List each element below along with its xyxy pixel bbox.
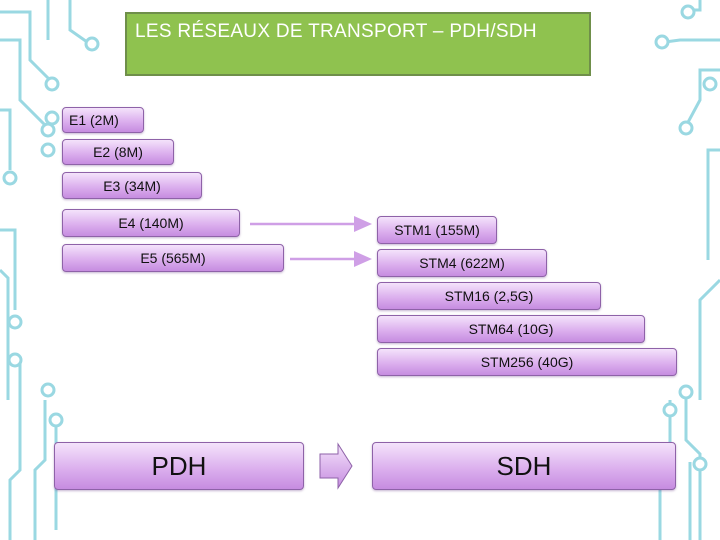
sdh-level-label: STM16 (2,5G) xyxy=(444,288,534,304)
right-arrow-icon xyxy=(290,251,372,267)
pdh-level-e4: E4 (140M) xyxy=(62,209,240,237)
pdh-level-e2: E2 (8M) xyxy=(62,139,174,165)
pdh-level-label: E2 (8M) xyxy=(93,144,143,160)
sdh-level-stm4: STM4 (622M) xyxy=(377,249,547,277)
pdh-level-label: E3 (34M) xyxy=(103,177,161,194)
pdh-level-e1: E1 (2M) xyxy=(62,107,144,133)
pdh-level-label: E4 (140M) xyxy=(118,215,184,231)
sdh-level-stm64: STM64 (10G) xyxy=(377,315,645,343)
sdh-box: SDH xyxy=(372,442,676,490)
slide-title: LES RÉSEAUX DE TRANSPORT – PDH/SDH xyxy=(125,12,591,76)
sdh-level-label: STM64 (10G) xyxy=(468,321,554,337)
sdh-label: SDH xyxy=(496,450,552,481)
sdh-level-label: STM256 (40G) xyxy=(480,354,574,370)
sdh-level-label: STM4 (622M) xyxy=(419,255,505,271)
pdh-level-label: E5 (565M) xyxy=(140,250,206,266)
right-arrow-icon xyxy=(250,216,372,232)
sdh-level-stm16: STM16 (2,5G) xyxy=(377,282,601,310)
pdh-level-label: E1 (2M) xyxy=(69,112,119,128)
pdh-box: PDH xyxy=(54,442,304,490)
sdh-level-label: STM1 (155M) xyxy=(394,222,480,238)
block-arrow-icon xyxy=(319,442,353,490)
pdh-level-e3: E3 (34M) xyxy=(62,172,202,199)
pdh-label: PDH xyxy=(151,450,207,481)
sdh-level-stm1: STM1 (155M) xyxy=(377,216,497,244)
pdh-level-e5: E5 (565M) xyxy=(62,244,284,272)
sdh-level-stm256: STM256 (40G) xyxy=(377,348,677,376)
